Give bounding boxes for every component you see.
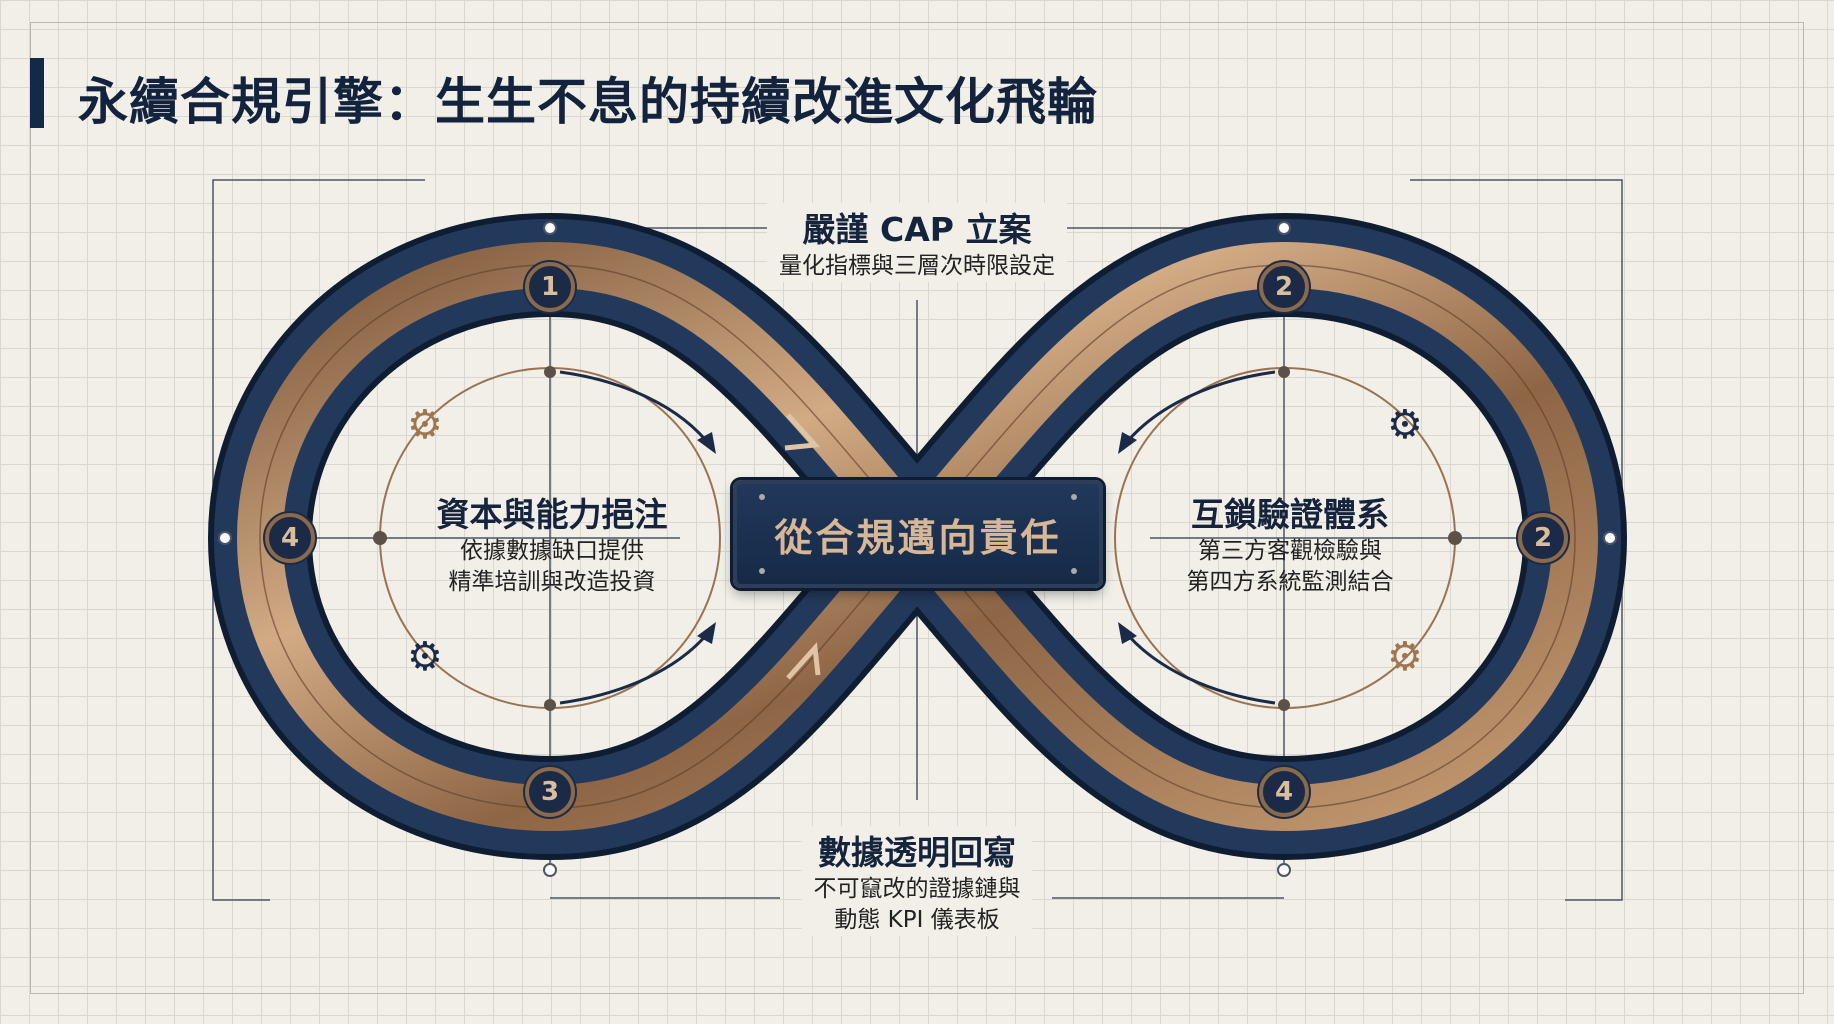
step-badge-2: 2 <box>1259 262 1309 312</box>
frame-border <box>30 22 1804 994</box>
stage-bottom: 數據透明回寫 不可竄改的證據鏈與 動態 KPI 儀表板 <box>801 826 1033 936</box>
stage-left-sub: 依據數據缺口提供 <box>460 538 644 564</box>
flow-arrows <box>559 370 1276 705</box>
stage-top: 嚴謹 CAP 立案 量化指標與三層次時限設定 <box>767 203 1067 282</box>
stage-left-sub: 精準培訓與改造投資 <box>448 569 656 595</box>
gear-icon: ⚙ <box>407 402 443 448</box>
stage-left: 資本與能力挹注 依據數據缺口提供 精準培訓與改造投資 <box>437 488 668 598</box>
stage-bottom-sub: 不可竄改的證據鏈與 <box>813 876 1021 902</box>
stage-right-sub: 第四方系統監測結合 <box>1186 569 1394 595</box>
title-accent-bar <box>30 58 44 128</box>
gear-icon: ⚙ <box>1387 634 1423 680</box>
page-title: 永續合規引擎：生生不息的持續改進文化飛輪 <box>78 73 1098 131</box>
gear-icon: ⚙ <box>407 634 443 680</box>
gear-icon: ⚙ <box>1387 402 1423 448</box>
step-badge-2-right: 2 <box>1518 513 1568 563</box>
step-badge-1: 1 <box>525 262 575 312</box>
stage-bottom-sub: 動態 KPI 儀表板 <box>834 907 1000 933</box>
stage-right-title: 互鎖驗證體系 <box>1191 495 1389 534</box>
step-badge-3: 3 <box>525 767 575 817</box>
stage-top-title: 嚴謹 CAP 立案 <box>802 210 1032 249</box>
stage-left-title: 資本與能力挹注 <box>436 495 668 534</box>
stage-right-sub: 第三方客觀檢驗與 <box>1198 538 1382 564</box>
stage-top-sub: 量化指標與三層次時限設定 <box>779 253 1055 279</box>
step-badge-4-left: 4 <box>265 513 315 563</box>
stage-right: 互鎖驗證體系 第三方客觀檢驗與 第四方系統監測結合 <box>1187 488 1394 598</box>
step-badge-4: 4 <box>1259 767 1309 817</box>
stage-bottom-title: 數據透明回寫 <box>818 833 1016 872</box>
center-label: 從合規邁向責任 <box>774 515 1062 560</box>
center-plate: 從合規邁向責任 <box>733 480 1103 588</box>
